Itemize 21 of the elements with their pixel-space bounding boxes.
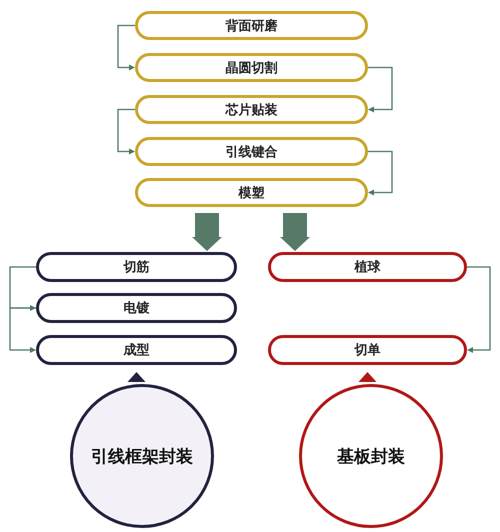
process-pill: 成型 bbox=[36, 335, 237, 365]
process-pill: 晶圆切割 bbox=[135, 53, 368, 82]
process-pill: 切单 bbox=[268, 335, 467, 365]
arrow bbox=[368, 66, 393, 112]
arrow bbox=[368, 150, 393, 196]
process-pill: 引线键合 bbox=[135, 137, 368, 166]
arrow bbox=[467, 266, 491, 353]
package-circle: 引线框架封装 bbox=[70, 384, 214, 528]
arrow bbox=[117, 108, 135, 154]
chevron-arrow bbox=[280, 213, 310, 251]
process-pill: 植球 bbox=[268, 252, 467, 282]
process-pill: 切筋 bbox=[36, 252, 237, 282]
arrow bbox=[9, 266, 36, 311]
process-pill: 模塑 bbox=[135, 178, 368, 207]
arrow bbox=[117, 24, 135, 70]
chevron-arrow bbox=[192, 213, 222, 251]
process-pill: 背面研磨 bbox=[135, 11, 368, 40]
process-pill: 电镀 bbox=[36, 293, 237, 323]
process-pill: 芯片贴装 bbox=[135, 95, 368, 124]
arrow bbox=[9, 307, 36, 353]
package-circle: 基板封装 bbox=[299, 384, 443, 528]
